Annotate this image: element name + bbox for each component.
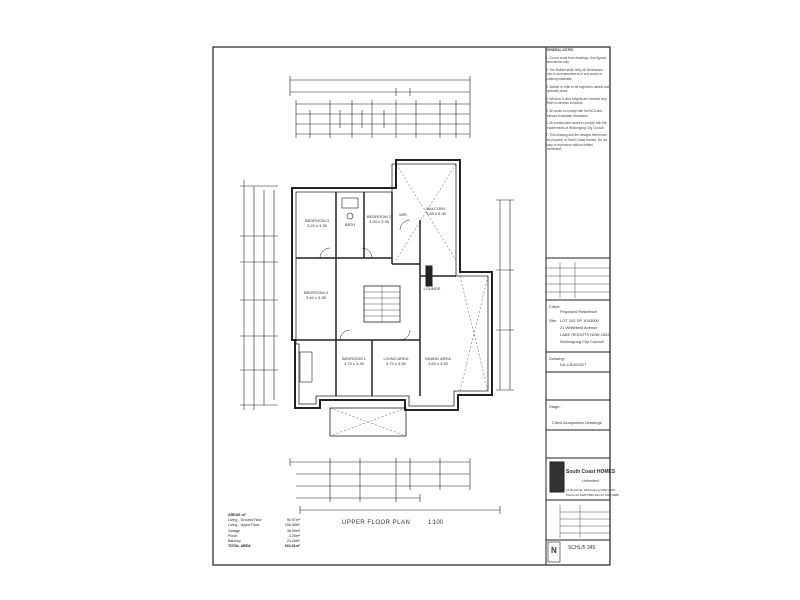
- room-name: BEDROOM 4: [303, 290, 328, 295]
- room-name: BEDROOM 1: [341, 356, 366, 361]
- room-size: 3.40 x 3.35: [306, 295, 326, 300]
- area-value: 24.26m²: [286, 539, 300, 544]
- room-name: DINING AREA: [425, 356, 451, 361]
- site-line: Wollongong City Council: [560, 339, 604, 344]
- room-size: 3.70 x 4.30: [344, 361, 364, 366]
- room-living: LIVING AREA 4.70 x 4.50: [374, 356, 418, 366]
- area-row: TOTAL AREA 263.91m²: [228, 544, 300, 549]
- area-value: 90.97m²: [286, 518, 300, 523]
- company-tagline: Unlimited: [582, 478, 599, 483]
- room-bedroom-4: BEDROOM 4 3.40 x 3.35: [298, 290, 334, 300]
- north-symbol: N: [551, 546, 557, 555]
- room-name: LOUNGE: [423, 286, 441, 291]
- site-line: 21 Whitefield Avenue: [560, 325, 598, 330]
- site-label: Site:: [549, 318, 558, 323]
- stage-name: Client Acceptance Drawings: [552, 420, 602, 425]
- room-wir: WIR: [396, 212, 410, 217]
- room-name: WIR: [399, 212, 407, 217]
- room-size: 3.20 x 3.35: [369, 219, 389, 224]
- note-item: 6. All construction works to comply with…: [546, 121, 607, 130]
- room-name: BEDROOM 2: [366, 214, 391, 219]
- area-row: Living - Upper Floor 108.38m²: [228, 523, 300, 528]
- area-value: 263.91m²: [284, 544, 300, 549]
- note-item: 2. The Builder shall verify all dimensio…: [546, 67, 603, 81]
- room-name: LIVING AREA: [383, 356, 409, 361]
- note-item: 1. Do not scale from drawings. Use figur…: [546, 55, 607, 65]
- client-label: Client:: [549, 304, 561, 309]
- site-line: LOT 102 DP 1043000: [560, 318, 599, 323]
- notes-heading: GENERAL NOTES: [546, 48, 574, 52]
- general-notes: GENERAL NOTES 1. Do not scale from drawi…: [546, 48, 610, 155]
- area-label: Balcony: [228, 539, 241, 544]
- sheet-number: SCHL/5 345: [568, 545, 596, 551]
- note-item: 5. All works to comply with the BCA and …: [546, 108, 602, 118]
- room-bath: BATH: [338, 222, 362, 227]
- area-heading: AREAS m²: [228, 513, 246, 517]
- area-label: Garage: [228, 528, 240, 533]
- room-name: BALCONY: [426, 206, 446, 211]
- room-size: 4.70 x 4.50: [386, 361, 406, 366]
- company-address: 22 Burelli St, Wollongong NSW 2500: [566, 488, 615, 492]
- room-lounge: LOUNGE: [420, 286, 444, 291]
- area-row: Porch 3.25m²: [228, 534, 300, 539]
- company-name: South Coast HOMES: [566, 469, 616, 475]
- area-row: Living - Ground Floor 90.97m²: [228, 518, 300, 523]
- area-label: TOTAL AREA: [228, 544, 251, 549]
- area-value: 3.25m²: [288, 533, 300, 538]
- room-size: 3.85 x 6.30: [426, 211, 446, 216]
- note-item: 4. Window & door heights are nominal onl…: [546, 96, 608, 106]
- drawing-name: DA 4 BUDGET: [560, 362, 587, 367]
- drawing-scale: 1:100: [428, 520, 444, 526]
- stage-label: Stage:: [549, 404, 561, 409]
- drawing-label: Drawing:: [549, 356, 565, 361]
- room-size: 3.20 x 3.35: [307, 223, 327, 228]
- room-dining: DINING AREA 3.60 x 4.50: [422, 356, 454, 366]
- drawing-title: UPPER FLOOR PLAN: [342, 520, 411, 526]
- note-item: 3. Builder to refer to all engineers det…: [546, 84, 610, 94]
- room-bedroom-1: BEDROOM 1 3.70 x 4.30: [338, 356, 370, 366]
- area-schedule: AREAS m² Living - Ground Floor 90.97m² Li…: [228, 513, 300, 549]
- area-label: Porch: [228, 533, 238, 538]
- area-row: Balcony 24.26m²: [228, 539, 300, 544]
- area-row: Garage 36.05m²: [228, 529, 300, 534]
- area-value: 108.38m²: [284, 523, 300, 528]
- room-bedroom-2: BEDROOM 2 3.20 x 3.35: [366, 214, 392, 224]
- area-value: 36.05m²: [286, 528, 300, 533]
- room-name: BEDROOM 3: [304, 218, 329, 223]
- company-phone: Phone 02 4226 8999 Fax 02 4226 8988: [566, 493, 619, 497]
- area-label: Living - Upper Floor: [228, 523, 260, 528]
- room-name: BATH: [344, 222, 356, 227]
- room-size: 3.60 x 4.50: [428, 361, 448, 366]
- room-balcony: BALCONY 3.85 x 6.30: [418, 206, 454, 216]
- room-bedroom-3: BEDROOM 3 3.20 x 3.35: [300, 218, 334, 228]
- client-name: Proposed Residence: [560, 309, 598, 314]
- area-label: Living - Ground Floor: [228, 518, 262, 523]
- note-item: 7. This drawing and the designs therein …: [546, 133, 608, 152]
- site-line: LAKE HEIGHTS NSW 2502: [560, 332, 610, 337]
